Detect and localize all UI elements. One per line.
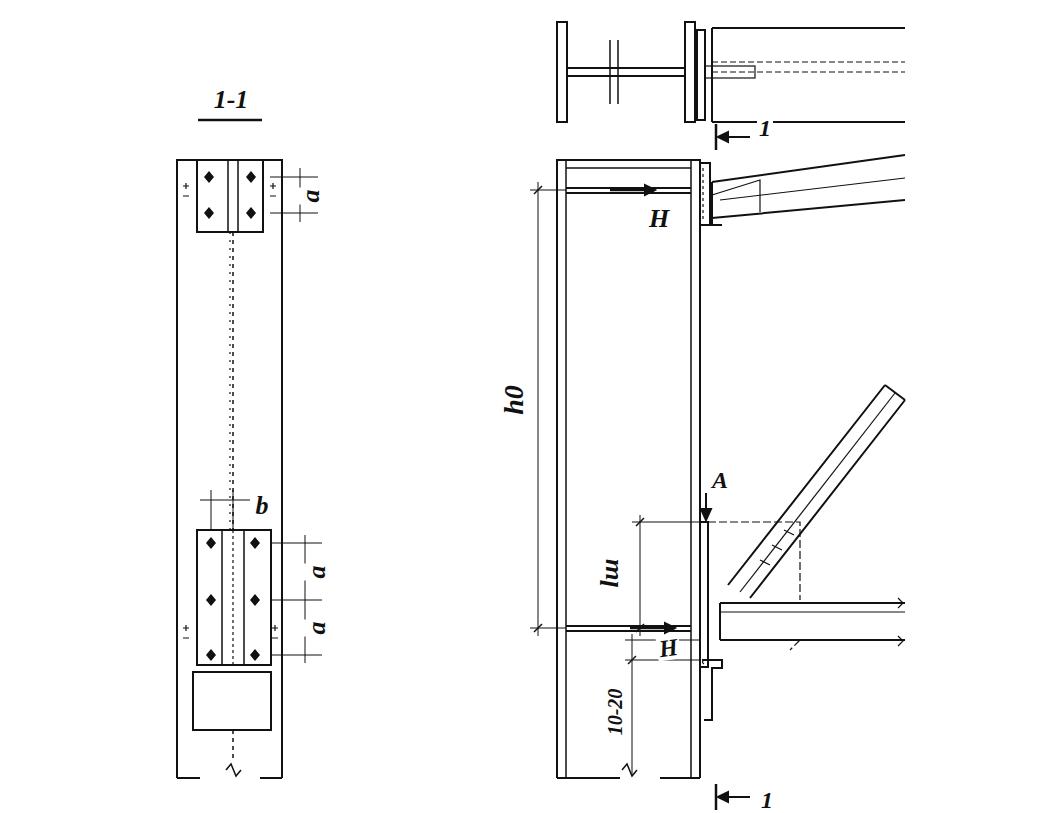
dimension-label: a xyxy=(303,564,329,581)
dimension-label: a xyxy=(303,620,329,637)
force-label: H xyxy=(655,635,681,662)
dimension-label: b xyxy=(254,493,271,519)
dimension-label: lш xyxy=(597,557,623,590)
dimension-label: 10-20 xyxy=(605,687,625,738)
section-mark: 1 xyxy=(759,788,775,812)
dimension-label: h0 xyxy=(500,383,528,417)
dimension-label: a xyxy=(297,188,323,205)
force-label: H xyxy=(647,206,671,232)
section-mark: 1 xyxy=(757,116,773,140)
force-label: A xyxy=(710,468,730,492)
section-title: 1-1 xyxy=(212,87,251,113)
